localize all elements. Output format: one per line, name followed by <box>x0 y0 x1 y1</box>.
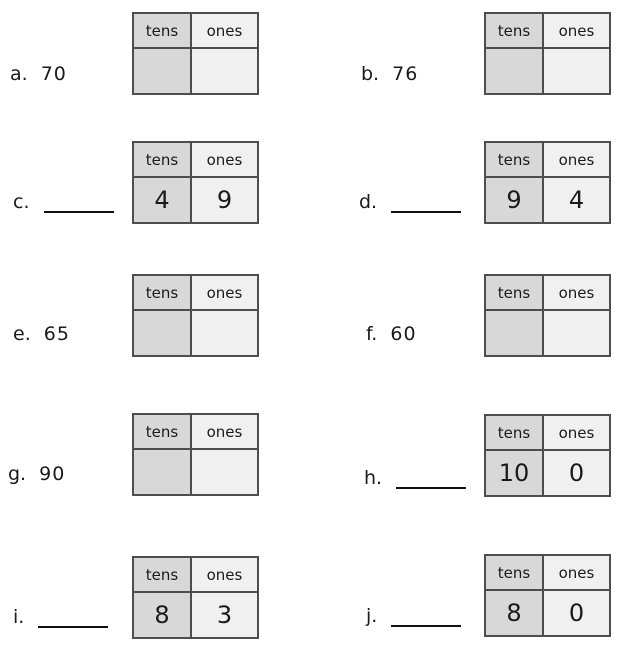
ones-header: ones <box>190 413 259 450</box>
item-d-label: d. <box>359 190 462 214</box>
item-e-ones-cell <box>190 309 259 357</box>
item-i-place-value-table: tens ones 8 3 <box>132 556 259 639</box>
ones-header: ones <box>542 274 611 311</box>
item-f-number: 60 <box>390 323 417 345</box>
item-d-ones-cell: 4 <box>542 176 611 224</box>
item-b-ones-cell <box>542 47 611 95</box>
item-h-tens-cell: 10 <box>484 449 544 497</box>
item-i-answer-blank <box>38 622 109 628</box>
tens-header: tens <box>484 414 544 451</box>
item-a-label: a. 70 <box>10 62 67 86</box>
item-j-ones-cell: 0 <box>542 589 611 637</box>
item-f-label: f. 60 <box>366 322 417 346</box>
item-b-number: 76 <box>392 63 419 85</box>
item-a-tens-cell <box>132 47 192 95</box>
item-j-place-value-table: tens ones 8 0 <box>484 554 611 637</box>
item-h-label: h. <box>364 466 467 490</box>
item-j-letter: j. <box>366 605 378 627</box>
item-i-tens-cell: 8 <box>132 591 192 639</box>
ones-header: ones <box>190 556 259 593</box>
item-c-answer-blank <box>43 207 114 213</box>
item-g-letter: g. <box>8 463 27 485</box>
item-c-letter: c. <box>13 191 30 213</box>
item-d-letter: d. <box>359 191 378 213</box>
item-b-place-value-table: tens ones <box>484 12 611 95</box>
ones-header: ones <box>190 12 259 49</box>
item-g-place-value-table: tens ones <box>132 413 259 496</box>
ones-header: ones <box>542 141 611 178</box>
item-d-place-value-table: tens ones 9 4 <box>484 141 611 224</box>
item-e-tens-cell <box>132 309 192 357</box>
item-f-place-value-table: tens ones <box>484 274 611 357</box>
item-e-number: 65 <box>43 323 70 345</box>
item-j-tens-cell: 8 <box>484 589 544 637</box>
item-a-ones-cell <box>190 47 259 95</box>
item-c-place-value-table: tens ones 4 9 <box>132 141 259 224</box>
item-a-place-value-table: tens ones <box>132 12 259 95</box>
item-g-tens-cell <box>132 448 192 496</box>
item-i-ones-cell: 3 <box>190 591 259 639</box>
item-h-ones-cell: 0 <box>542 449 611 497</box>
item-f-ones-cell <box>542 309 611 357</box>
item-h-answer-blank <box>396 483 467 489</box>
tens-header: tens <box>132 556 192 593</box>
item-h-letter: h. <box>364 467 383 489</box>
tens-header: tens <box>132 274 192 311</box>
tens-header: tens <box>484 141 544 178</box>
item-g-label: g. 90 <box>8 462 65 486</box>
item-f-tens-cell <box>484 309 544 357</box>
tens-header: tens <box>484 12 544 49</box>
tens-header: tens <box>132 12 192 49</box>
tens-header: tens <box>132 141 192 178</box>
ones-header: ones <box>542 414 611 451</box>
item-d-tens-cell: 9 <box>484 176 544 224</box>
item-e-place-value-table: tens ones <box>132 274 259 357</box>
item-f-letter: f. <box>366 323 378 345</box>
ones-header: ones <box>190 274 259 311</box>
item-c-label: c. <box>13 190 114 214</box>
item-b-label: b. 76 <box>361 62 418 86</box>
item-a-letter: a. <box>10 63 28 85</box>
item-a-number: 70 <box>40 63 67 85</box>
ones-header: ones <box>190 141 259 178</box>
item-b-tens-cell <box>484 47 544 95</box>
item-j-answer-blank <box>391 621 462 627</box>
tens-header: tens <box>484 554 544 591</box>
tens-header: tens <box>484 274 544 311</box>
item-h-place-value-table: tens ones 10 0 <box>484 414 611 497</box>
item-g-number: 90 <box>39 463 66 485</box>
item-c-tens-cell: 4 <box>132 176 192 224</box>
item-e-letter: e. <box>13 323 31 345</box>
item-c-ones-cell: 9 <box>190 176 259 224</box>
ones-header: ones <box>542 554 611 591</box>
ones-header: ones <box>542 12 611 49</box>
item-e-label: e. 65 <box>13 322 70 346</box>
item-g-ones-cell <box>190 448 259 496</box>
item-b-letter: b. <box>361 63 380 85</box>
item-i-label: i. <box>13 605 109 629</box>
item-i-letter: i. <box>13 606 25 628</box>
tens-header: tens <box>132 413 192 450</box>
item-j-label: j. <box>366 604 462 628</box>
item-d-answer-blank <box>391 207 462 213</box>
